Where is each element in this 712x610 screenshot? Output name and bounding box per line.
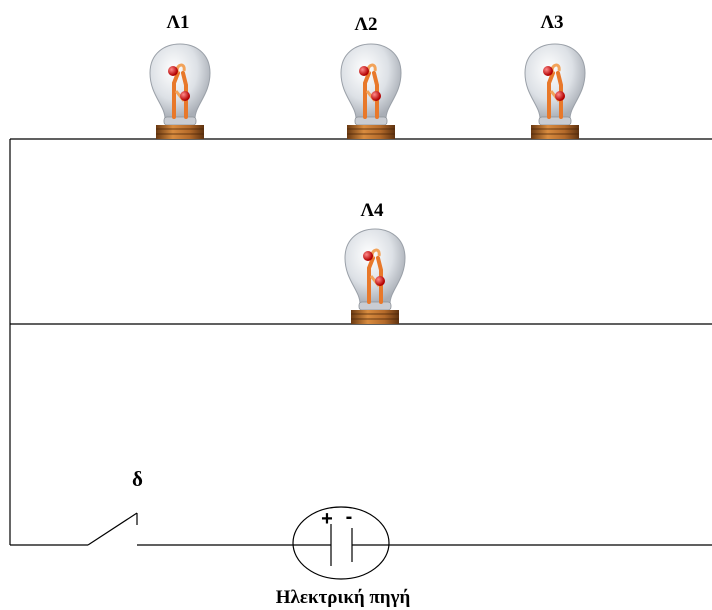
bulb-label-l4: Λ4: [360, 200, 384, 221]
source-plus-sign: +: [321, 508, 333, 530]
bulb-label-l3: Λ3: [540, 12, 564, 33]
bulb-icon-l3: [523, 42, 587, 141]
bulb-icon-l2: [339, 42, 403, 141]
power-source-icon: + -: [292, 506, 390, 580]
bulb-icon-l1: [148, 42, 212, 141]
bulb-label-l1: Λ1: [166, 12, 190, 33]
switch-blade: [87, 512, 138, 546]
bulb-label-l2: Λ2: [354, 14, 378, 35]
source-label: Ηλεκτρική πηγή: [275, 587, 411, 608]
bulb-icon-l4: [343, 227, 407, 326]
switch-label: δ: [132, 467, 143, 491]
source-minus-sign: -: [346, 506, 353, 528]
